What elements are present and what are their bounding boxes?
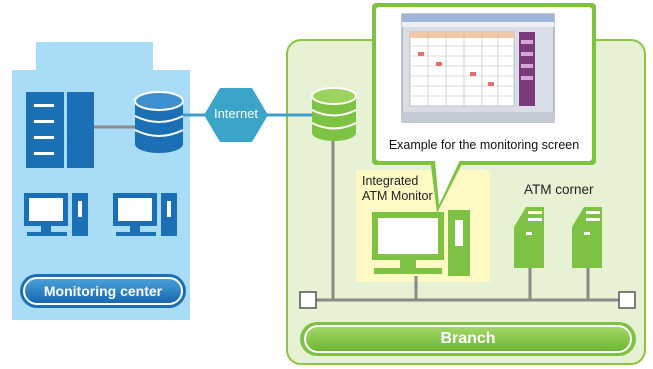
atm-icon [572, 207, 602, 268]
screen-caption: Example for the monitoring screen [388, 138, 580, 152]
database-icon [311, 87, 357, 141]
network-hub-icon [618, 291, 636, 309]
workstation-icon [372, 210, 470, 276]
branch-pill [304, 325, 632, 353]
workstation-icon [24, 193, 88, 236]
network-hub-icon [299, 291, 317, 309]
internet-label: Internet [213, 106, 259, 121]
monitoring-center-pill [23, 277, 183, 305]
atm-icon [514, 207, 544, 268]
integrated-monitor-label-line1: Integrated [362, 174, 419, 188]
server-rack-icon [26, 92, 94, 168]
database-icon [134, 91, 184, 153]
atm-corner-label: ATM corner [524, 182, 594, 197]
internet-hexagon [204, 88, 268, 142]
integrated-monitor-label-line2: ATM Monitor [362, 189, 433, 203]
monitoring-center-label: Monitoring center [43, 283, 163, 299]
branch-label: Branch [440, 330, 496, 347]
monitoring-screen-thumbnail [401, 13, 555, 123]
workstation-icon [113, 193, 177, 236]
